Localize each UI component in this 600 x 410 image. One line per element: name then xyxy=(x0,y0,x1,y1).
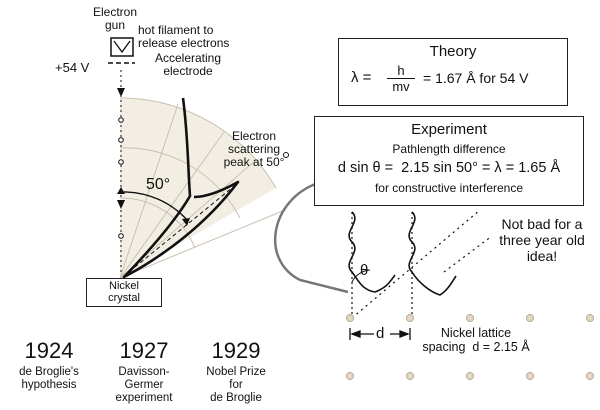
theta-label: θ xyxy=(360,262,369,279)
peak-marker xyxy=(283,152,289,158)
path-diff-line xyxy=(351,209,481,319)
timeline-caption: Davisson- Germer experiment xyxy=(115,366,173,404)
filament-label: hot filament to release electrons xyxy=(138,23,230,50)
experiment-footer: for constructive interference xyxy=(374,181,524,195)
timeline-year: 1927 xyxy=(119,338,169,363)
timeline-1924: 1924 de Broglie's hypothesis xyxy=(6,338,92,392)
theory-numerator: h xyxy=(387,63,415,79)
electrode-label: Accelerating electrode xyxy=(154,51,222,78)
timeline-caption: de Broglie's hypothesis xyxy=(19,366,79,391)
wave-right xyxy=(408,211,457,318)
d-label: d xyxy=(376,325,385,342)
experiment-equation: d sin θ = 2.15 sin 50° = λ = 1.65 Å xyxy=(337,160,561,176)
experiment-title: Experiment xyxy=(411,121,487,138)
remark-line xyxy=(443,235,493,273)
lattice-atoms xyxy=(346,314,594,380)
connector-curve xyxy=(274,181,349,294)
d-spacing-arrow xyxy=(349,328,411,340)
timeline-year: 1929 xyxy=(211,338,261,363)
angle-arrow-right xyxy=(182,218,190,226)
timeline-caption: Nobel Prize for de Broglie xyxy=(206,366,266,404)
nickel-crystal: Nickel crystal xyxy=(86,278,162,307)
angle-arrow-left xyxy=(117,187,125,194)
experiment-box: Experiment Pathlength difference d sin θ… xyxy=(314,116,584,206)
theory-lambda: λ = xyxy=(351,69,372,86)
timeline-1927: 1927 Davisson- Germer experiment xyxy=(104,338,184,405)
theory-fraction: h mv xyxy=(387,63,415,94)
theta-arc xyxy=(351,269,371,283)
timeline-year: 1924 xyxy=(24,338,74,363)
scattering-peak-label: Electron scattering peak at 50° xyxy=(223,129,285,169)
theory-box: Theory λ = h mv = 1.67 Å for 54 V xyxy=(338,38,568,106)
polar-grid xyxy=(119,97,286,279)
angle-arc xyxy=(120,191,189,222)
theory-result: = 1.67 Å for 54 V xyxy=(423,70,529,86)
scattering-curve xyxy=(122,97,240,279)
timeline-1929: 1929 Nobel Prize for de Broglie xyxy=(196,338,276,405)
voltage-label: +54 V xyxy=(55,60,90,75)
theory-denominator: mv xyxy=(392,79,410,94)
incident-beam xyxy=(117,70,125,272)
remark-text: Not bad for a three year old idea! xyxy=(499,216,585,264)
lattice-caption: Nickel lattice spacing d = 2.15 Å xyxy=(422,326,530,354)
experiment-subtitle: Pathlength difference xyxy=(392,142,506,156)
theory-title: Theory xyxy=(429,43,477,60)
peak-line xyxy=(123,182,239,277)
wave-left xyxy=(348,211,396,318)
angle-label: 50° xyxy=(146,176,171,193)
electron-gun-label: Electron gun xyxy=(92,5,138,32)
electron-gun xyxy=(108,37,135,64)
